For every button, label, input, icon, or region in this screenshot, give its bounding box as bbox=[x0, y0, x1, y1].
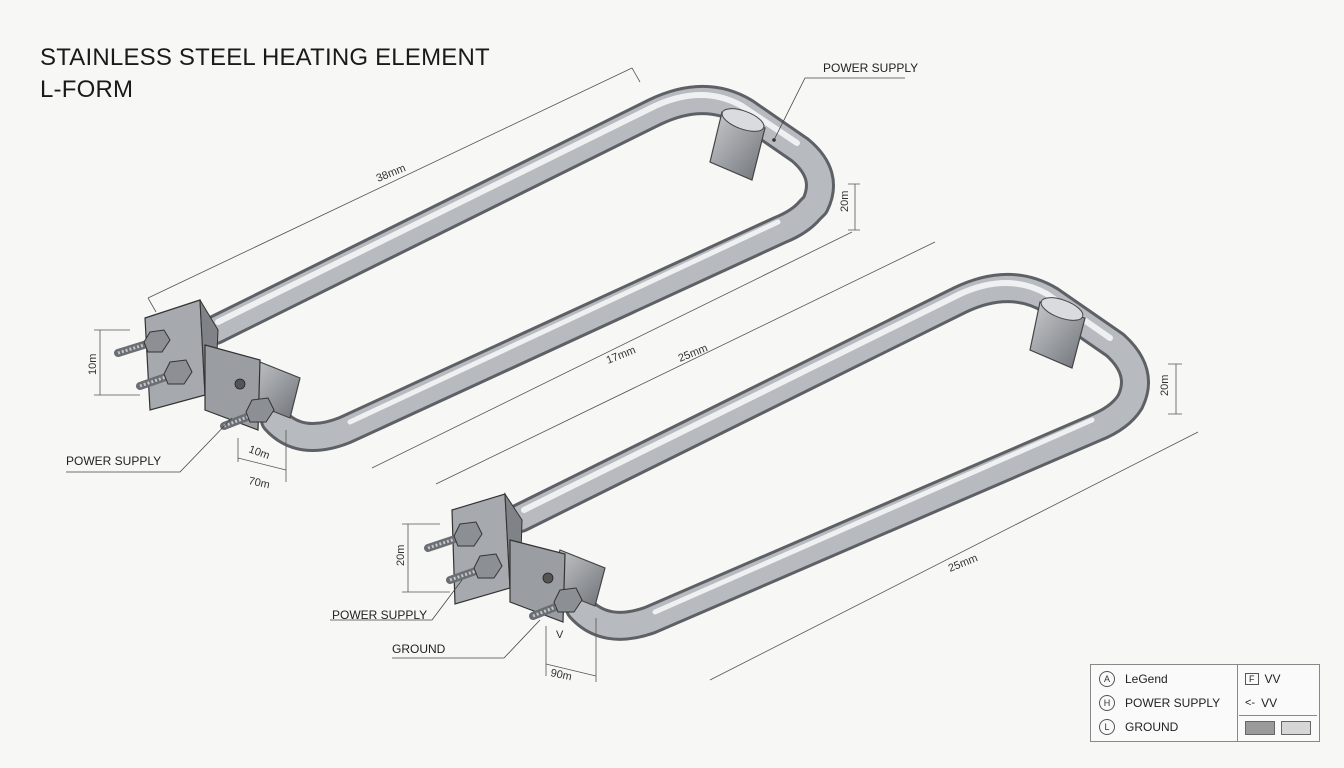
callout-power-top: POWER SUPPLY bbox=[823, 61, 918, 75]
dim-line-bolt-top bbox=[237, 430, 287, 482]
leader-power-top bbox=[773, 77, 905, 141]
element-top-tube-highlight-lower bbox=[347, 219, 781, 425]
legend-right-row-2: <- VV bbox=[1239, 691, 1317, 715]
drawing-title: STAINLESS STEEL HEATING ELEMENT bbox=[40, 44, 490, 71]
legend-symbol-icon: A bbox=[1099, 671, 1115, 687]
legend-row-legend: A LeGend bbox=[1091, 667, 1237, 691]
dim-line-length-top-ext bbox=[147, 67, 641, 313]
element-bottom-tube-highlight-lower bbox=[652, 417, 1095, 615]
leader-power-left bbox=[66, 417, 233, 473]
dim-height-top: 20m bbox=[839, 191, 851, 212]
ground-symbol-icon: L bbox=[1099, 719, 1115, 735]
dim-line-length-top bbox=[147, 67, 633, 299]
dim-line-terminal-bottom bbox=[402, 523, 450, 593]
element-top-tube-highlight bbox=[215, 92, 800, 325]
dimensions-bottom: 20m 25mm 20m V 90m POWER SUPPLY GROUND bbox=[330, 241, 1199, 683]
callout-power-left: POWER SUPPLY bbox=[66, 454, 161, 468]
flag-icon: F bbox=[1245, 673, 1259, 685]
element-top-bolt-middle bbox=[136, 359, 193, 390]
dim-length-top: 38mm bbox=[375, 162, 408, 185]
dim-line-bolt-bottom bbox=[545, 618, 597, 682]
legend-label: LeGend bbox=[1125, 672, 1168, 686]
heating-element-top bbox=[114, 85, 835, 452]
element-bottom-bolt-upper bbox=[424, 521, 483, 552]
dim-line-height-bottom bbox=[1168, 363, 1182, 415]
element-bottom-sleeve bbox=[1029, 297, 1086, 369]
element-top-tube-body bbox=[203, 88, 832, 449]
legend-right-label: VV bbox=[1264, 672, 1281, 686]
legend-right-row-3 bbox=[1239, 715, 1317, 740]
legend-right-label: VV bbox=[1261, 696, 1278, 710]
leader-power-bottom bbox=[330, 579, 463, 621]
element-bottom-tube-body bbox=[508, 276, 1147, 638]
power-symbol-icon: H bbox=[1099, 695, 1115, 711]
dim-length-bottom: 25mm bbox=[947, 552, 980, 575]
element-bottom-tube-highlight bbox=[521, 280, 1113, 513]
legend-left-column: A LeGend H POWER SUPPLY L GROUND bbox=[1091, 665, 1238, 741]
legend-row-power: H POWER SUPPLY bbox=[1091, 691, 1237, 715]
callout-power-bottom: POWER SUPPLY bbox=[332, 608, 427, 622]
dim-bolt-b-top: 70m bbox=[247, 475, 270, 491]
callout-ground: GROUND bbox=[392, 642, 446, 656]
element-bottom-bolt-lower bbox=[529, 587, 583, 620]
dim-line-mid bbox=[371, 231, 853, 469]
element-top-sleeve bbox=[709, 108, 766, 181]
dim-line-height-top bbox=[848, 183, 860, 231]
swatch-light bbox=[1281, 721, 1311, 735]
heating-element-bottom bbox=[424, 273, 1150, 641]
dim-v-bottom: V bbox=[556, 629, 564, 641]
dim-line-terminal-top bbox=[94, 329, 140, 396]
element-top-bolt-upper bbox=[114, 329, 171, 357]
legend-box: A LeGend H POWER SUPPLY L GROUND F VV <-… bbox=[1090, 664, 1320, 742]
title-block: STAINLESS STEEL HEATING ELEMENT L-FORM bbox=[40, 42, 490, 106]
element-top-bolt-lower bbox=[220, 397, 275, 430]
dim-mid-a: 17mm bbox=[605, 344, 638, 367]
dim-bolt-bottom: 90m bbox=[549, 667, 572, 683]
dim-line-top-edge-bottom bbox=[435, 241, 936, 485]
legend-label: POWER SUPPLY bbox=[1125, 696, 1221, 710]
dim-height-bottom: 20m bbox=[1159, 375, 1171, 396]
dim-bolt-a-top: 10m bbox=[247, 444, 271, 463]
legend-label: GROUND bbox=[1125, 720, 1179, 734]
drawing-subtitle: L-FORM bbox=[40, 76, 134, 103]
dim-terminal-bottom: 20m bbox=[395, 545, 407, 566]
legend-right-row-1: F VV bbox=[1239, 667, 1317, 691]
element-bottom-bolt-middle bbox=[446, 553, 503, 584]
swatch-dark bbox=[1245, 721, 1275, 735]
dim-terminal-top: 10m bbox=[87, 354, 99, 375]
leader-ground bbox=[392, 619, 541, 659]
arrow-left-icon: <- bbox=[1245, 697, 1256, 709]
leader-power-top-dot bbox=[772, 138, 776, 142]
dim-line-length-bottom bbox=[709, 431, 1199, 681]
legend-row-ground: L GROUND bbox=[1091, 715, 1237, 739]
